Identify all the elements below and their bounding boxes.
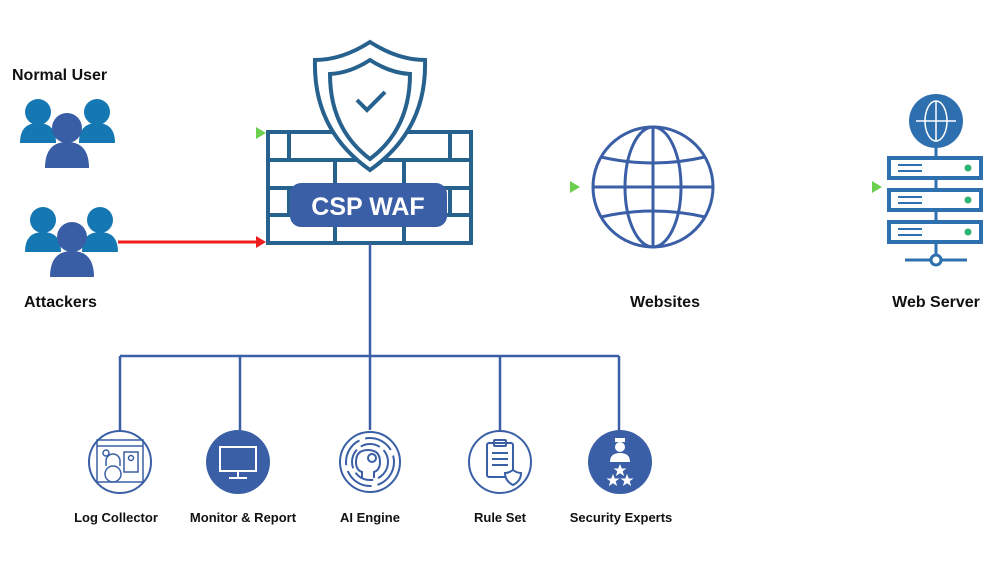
globe-icon — [591, 125, 715, 249]
websites-to-server-arrow — [713, 181, 882, 193]
blocked-arrow — [118, 236, 266, 248]
websites-label: Websites — [630, 294, 700, 311]
component-label-monitor-report: Monitor & Report — [190, 510, 297, 525]
star-icon — [613, 464, 627, 476]
attackers-icon — [25, 207, 118, 277]
monitor-icon — [206, 430, 270, 494]
waf-label: CSP WAF — [311, 193, 424, 221]
waf-badge — [290, 183, 447, 227]
ai-head-icon — [339, 431, 401, 493]
normal-user-label: Normal User — [12, 67, 107, 84]
component-connectors — [118, 243, 621, 430]
component-label-rule-set: Rule Set — [474, 510, 527, 525]
component-label-log-collector: Log Collector — [74, 510, 158, 525]
star-icon — [620, 474, 634, 486]
component-label-security-experts: Security Experts — [570, 510, 673, 525]
expert-stars-icon — [588, 430, 652, 494]
normal-users-icon — [20, 99, 115, 168]
web-server-icon — [887, 94, 983, 267]
component-label-ai-engine: AI Engine — [340, 510, 400, 525]
web-server-label: Web Server — [892, 294, 980, 311]
log-collector-icon — [88, 430, 152, 494]
waf-to-websites-arrow — [471, 181, 580, 193]
clipboard-shield-icon — [468, 430, 532, 494]
allowed-arrow — [115, 127, 266, 139]
attackers-label: Attackers — [24, 294, 97, 311]
star-icon — [606, 474, 620, 486]
shield-check-icon — [312, 39, 428, 173]
